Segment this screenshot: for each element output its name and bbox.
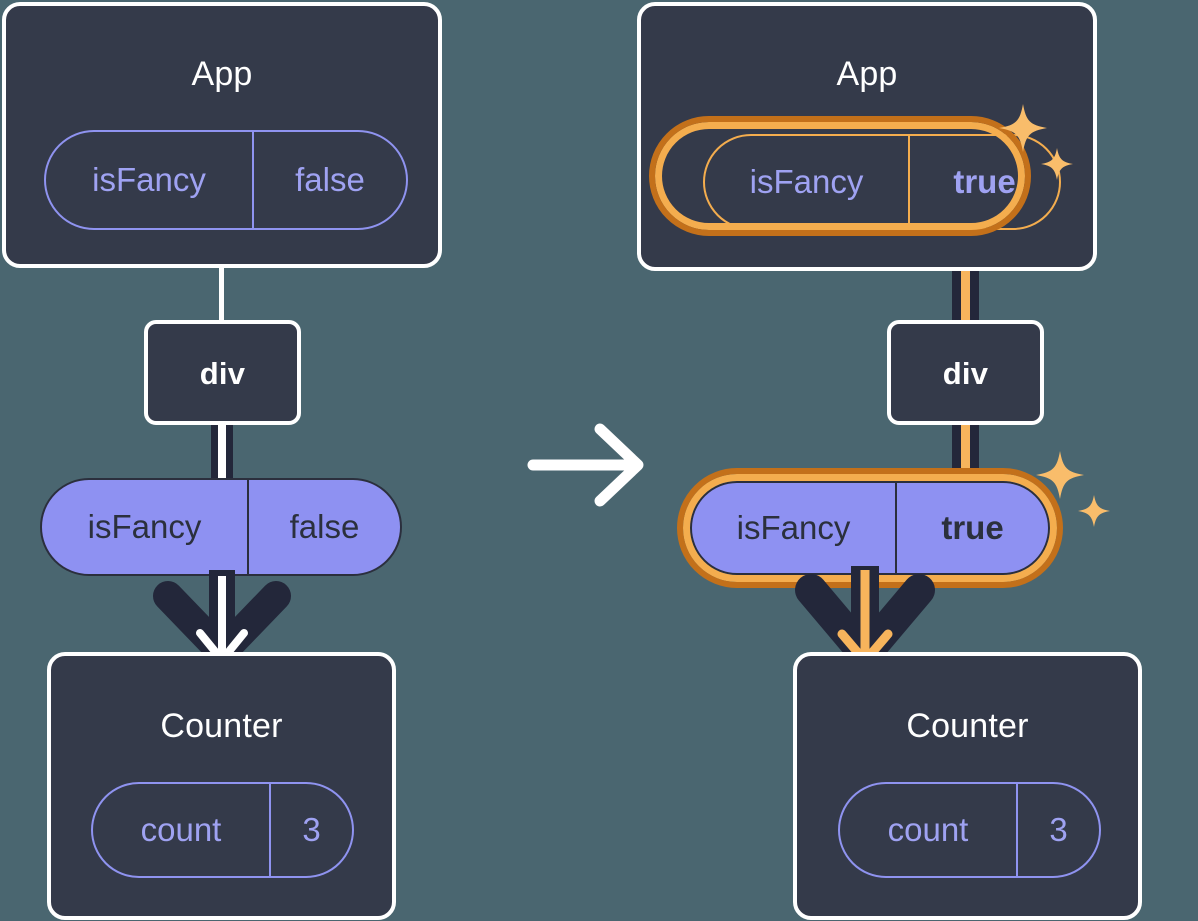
app-state-pill-value: false <box>252 132 406 228</box>
wire-div-to-pill-core-after <box>961 423 970 481</box>
after-state-panel: App isFancy true div isFancy true <box>599 0 1198 921</box>
wire-div-to-pill-right-rail <box>226 423 233 481</box>
app-state-pill-value-after: true <box>908 136 1059 228</box>
counter-state-pill-after: count 3 <box>838 782 1101 878</box>
counter-title: Counter <box>160 707 283 745</box>
wire-div-to-pill-left-rail-after <box>952 423 961 481</box>
wire-div-to-pill-left-rail <box>211 423 218 481</box>
counter-state-pill-key-after: count <box>887 811 969 848</box>
sparkle-small-icon-lower <box>1078 495 1110 527</box>
div-element-box: div <box>144 320 301 425</box>
context-pill-key-after: isFancy <box>736 509 851 546</box>
counter-component-box-after: Counter count 3 <box>793 652 1142 920</box>
before-state-panel: App isFancy false div isFancy false <box>2 2 442 920</box>
div-title-after: div <box>942 356 989 391</box>
app-component-box: App isFancy false <box>2 2 442 268</box>
arrow-right-icon <box>527 423 644 507</box>
app-title-after: App <box>836 55 898 93</box>
wire-div-to-pill-right-rail-after <box>970 423 979 481</box>
down-arrow-icon <box>153 570 291 667</box>
div-title: div <box>199 356 246 391</box>
app-state-pill-key-after: isFancy <box>749 163 864 200</box>
counter-component-box: Counter count 3 <box>47 652 396 920</box>
context-value-pill-after: isFancy true <box>690 481 1050 575</box>
wire-app-to-div <box>219 265 224 321</box>
app-title: App <box>191 55 253 93</box>
counter-title-after: Counter <box>906 707 1029 745</box>
counter-state-pill: count 3 <box>91 782 354 878</box>
counter-state-pill-key: count <box>140 811 222 848</box>
counter-state-pill-value: 3 <box>269 784 352 876</box>
context-value-pill: isFancy false <box>40 478 402 576</box>
app-state-pill-key: isFancy <box>92 161 206 198</box>
counter-state-pill-value-after: 3 <box>1016 784 1099 876</box>
app-state-pill-after: isFancy true <box>703 134 1061 230</box>
app-component-box-after: App isFancy true <box>637 2 1097 271</box>
context-pill-value-after: true <box>895 483 1048 573</box>
context-pill-key: isFancy <box>87 508 202 545</box>
app-state-pill: isFancy false <box>44 130 408 230</box>
wire-div-to-pill-core <box>218 423 226 481</box>
context-pill-value: false <box>247 480 400 574</box>
transition-arrow <box>527 423 644 507</box>
sparkle-icon-lower <box>1036 451 1084 499</box>
div-element-box-after: div <box>887 320 1044 425</box>
down-arrow-icon-after <box>795 566 935 670</box>
